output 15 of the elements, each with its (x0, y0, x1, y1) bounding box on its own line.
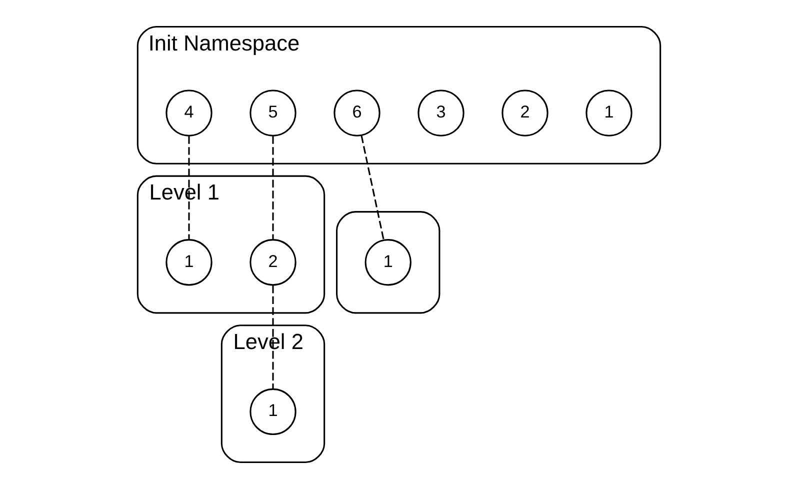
connector (272, 136, 274, 240)
node-circle: 4 (166, 90, 212, 136)
node-circle: 1 (250, 388, 296, 436)
connector (360, 135, 384, 240)
node-circle: 6 (334, 90, 380, 136)
connector (272, 286, 274, 389)
node-circle: 1 (364, 239, 412, 286)
node-circle: 5 (250, 90, 296, 136)
node-circle: 1 (166, 239, 212, 286)
connector (188, 136, 190, 240)
node-circle: 2 (250, 239, 296, 286)
cluster (336, 211, 440, 314)
node-circle: 2 (502, 90, 548, 136)
node-circle: 1 (586, 90, 632, 136)
node-circle: 3 (418, 90, 464, 136)
